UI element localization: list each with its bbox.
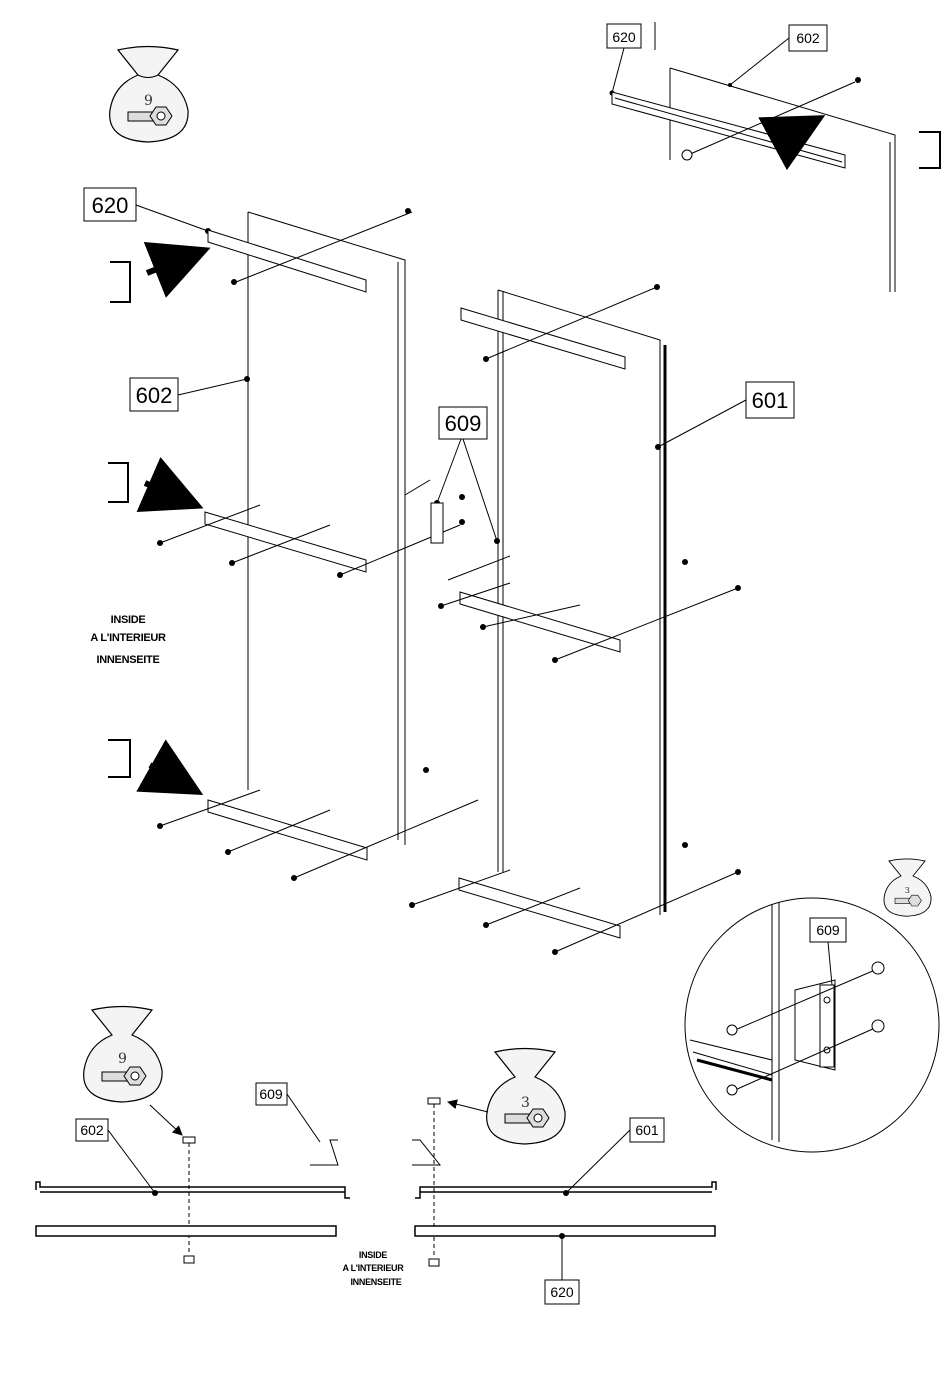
callout-609: 609	[259, 1086, 283, 1102]
callout-620: 620	[92, 193, 129, 218]
callout-601: 601	[752, 388, 789, 413]
hardware-bag-icon: 9	[110, 47, 188, 143]
inside-label-en: INSIDE	[359, 1250, 388, 1260]
inside-label-de: INNENSEITE	[96, 654, 159, 666]
bag-quantity: 9	[144, 93, 153, 109]
right-panel: 609 601	[405, 284, 794, 955]
bracket-icon	[110, 262, 130, 302]
bag-quantity: 3	[521, 1095, 530, 1111]
bolt-icon	[428, 1098, 440, 1266]
top-detail: 620 602	[607, 22, 940, 292]
bolt-icon	[183, 1137, 195, 1263]
callout-609: 609	[816, 922, 840, 938]
inside-label-de: INNENSEITE	[350, 1277, 401, 1287]
arrow-icon	[785, 118, 820, 137]
arrow-icon	[145, 483, 198, 506]
bracket-icon	[108, 740, 130, 777]
callout-620: 620	[612, 29, 636, 45]
callout-601: 601	[635, 1122, 659, 1138]
bracket-icon	[108, 463, 128, 502]
bag-quantity: 9	[118, 1051, 127, 1067]
magnifier-circle-icon: 609	[685, 898, 939, 1152]
arrow-icon	[150, 1105, 182, 1135]
inside-label-en: INSIDE	[111, 614, 146, 626]
hardware-bag-icon: 3	[487, 1049, 565, 1145]
callout-602: 602	[796, 30, 820, 46]
bag-quantity: 3	[905, 885, 910, 895]
arrow-icon	[448, 1102, 488, 1112]
callout-602: 602	[80, 1122, 104, 1138]
bottom-section: 9 3	[36, 1007, 716, 1305]
hardware-bag-icon: 9	[84, 1007, 162, 1103]
arrow-icon	[147, 250, 205, 273]
callout-620: 620	[550, 1284, 574, 1300]
inside-label-fr: A L'INTERIEUR	[343, 1263, 405, 1273]
left-panel: 620 602	[84, 188, 478, 881]
callout-609: 609	[445, 411, 482, 436]
bracket-icon	[919, 132, 940, 168]
arrow-icon	[150, 765, 198, 792]
callout-602: 602	[136, 383, 173, 408]
hardware-bag-icon: 3	[884, 859, 931, 916]
inside-label-fr: A L'INTERIEUR	[90, 632, 166, 644]
